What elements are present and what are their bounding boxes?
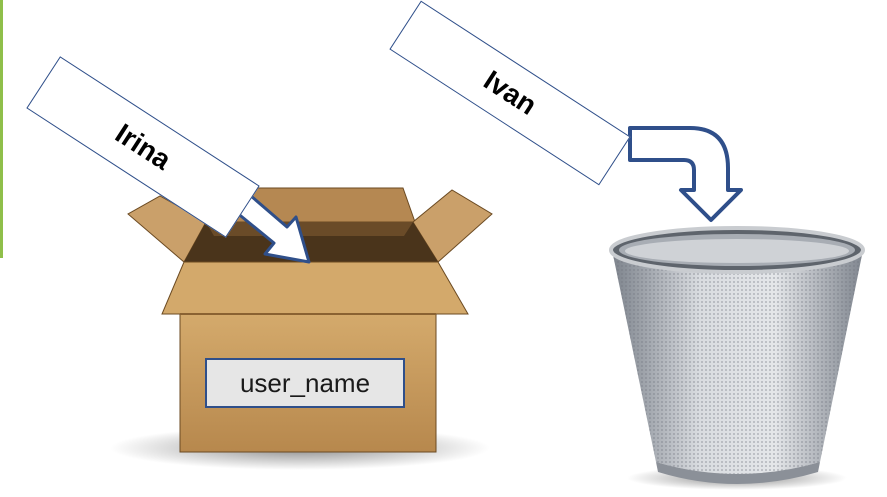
variable-name-text: user_name: [239, 367, 371, 398]
name-card-irina-text: Irina: [110, 117, 177, 176]
name-card-ivan-text: Ivan: [478, 64, 543, 121]
left-edge-line: [0, 0, 3, 258]
trash-bin-icon: [609, 226, 865, 490]
variable-name-label: user_name: [205, 358, 405, 408]
cardboard-box-icon: [110, 187, 493, 470]
arrow-into-box-icon: [234, 194, 311, 264]
curved-arrow-to-bin-icon: [628, 126, 743, 222]
